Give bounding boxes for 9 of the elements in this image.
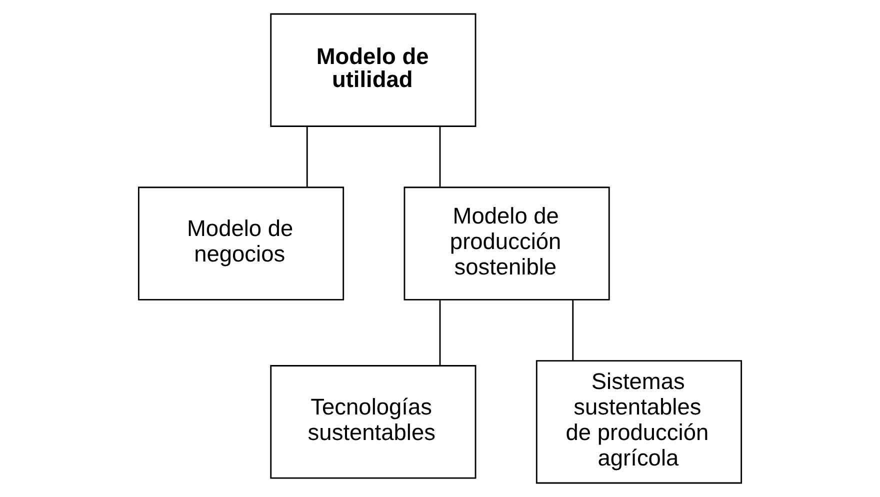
node-box: Tecnologías sustentables xyxy=(270,365,476,479)
connector xyxy=(439,300,441,366)
node-box: Modelo de producción sostenible xyxy=(404,186,610,300)
connector xyxy=(572,300,574,360)
node-box: Sistemas sustentables de producción agrícola xyxy=(536,360,742,484)
connector xyxy=(439,126,441,187)
node-box: Modelo de negocios xyxy=(138,186,344,300)
node-box: Modelo de utilidad xyxy=(270,13,476,127)
connector xyxy=(306,126,308,187)
